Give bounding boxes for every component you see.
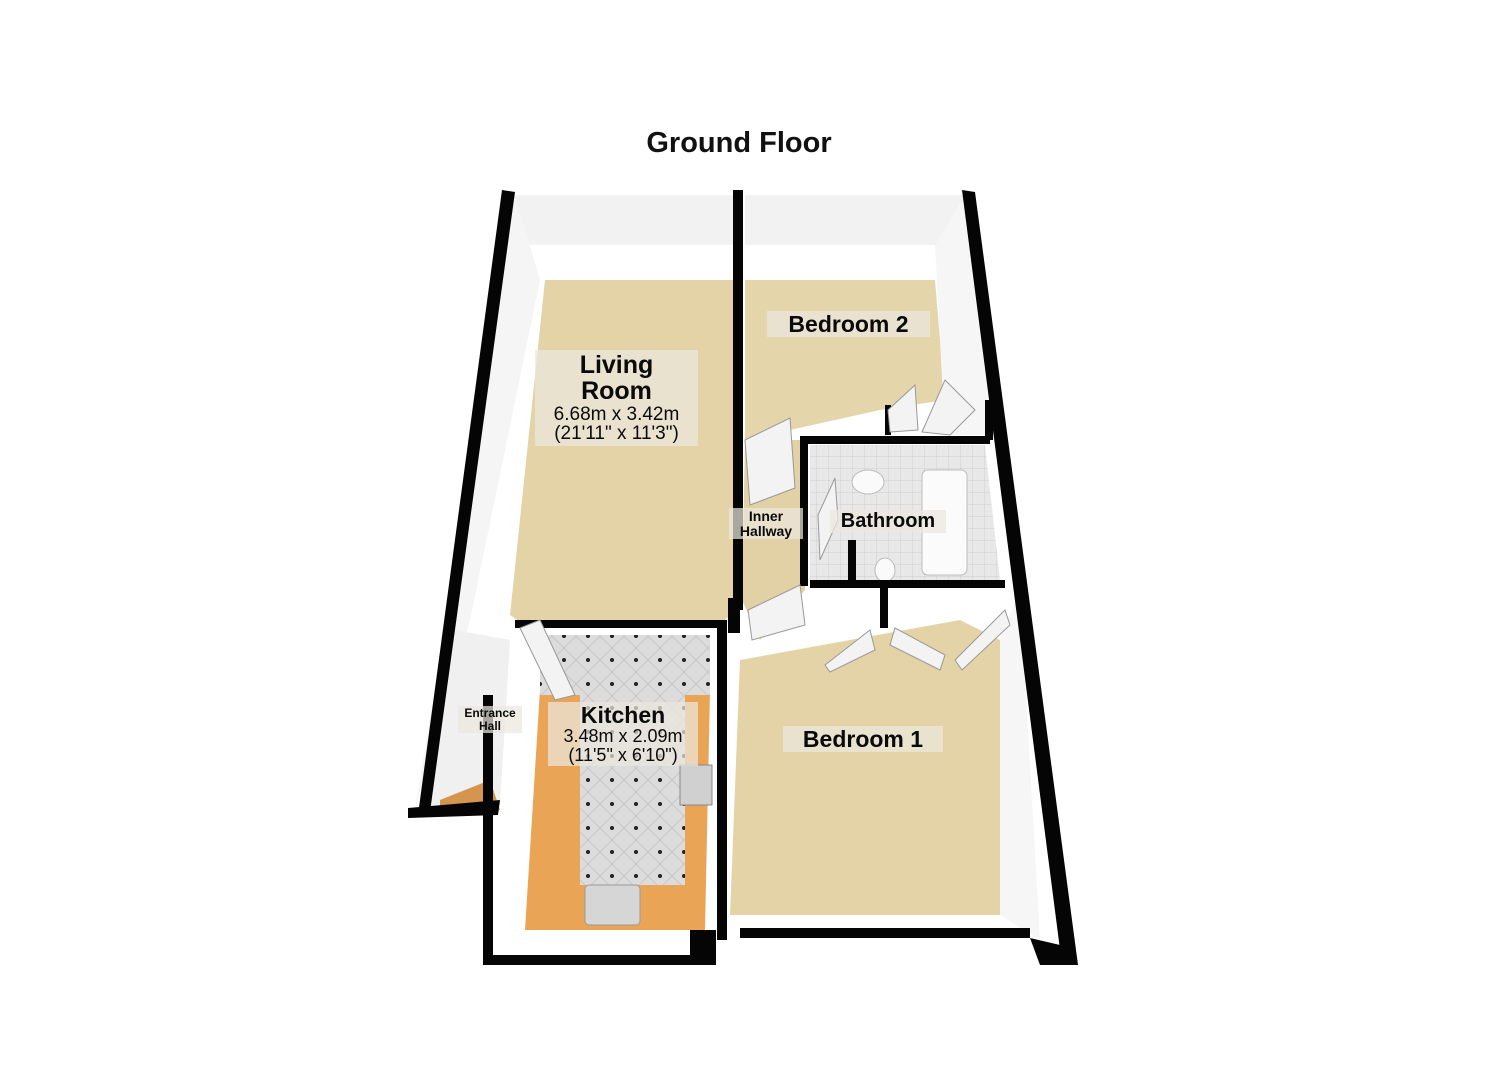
sink xyxy=(584,884,641,926)
kitchen-dim-metric: 3.48m x 2.09m xyxy=(563,726,683,747)
label-kitchen: Kitchen 3.48m x 2.09m (11'5" x 6'10") xyxy=(548,702,698,766)
door-living xyxy=(519,619,576,701)
kitchen-name: Kitchen xyxy=(580,702,666,728)
label-inner-hallway: Inner Hallway xyxy=(729,508,803,540)
inner-hallway-name-2: Hallway xyxy=(739,522,793,539)
hob xyxy=(679,764,713,806)
door-cupboard-1 xyxy=(824,629,876,673)
living-room-dim-imperial: (21'11" x 11'3") xyxy=(554,423,679,445)
walls xyxy=(408,190,1078,965)
kitchen-dim-imperial: (11'5" x 6'10") xyxy=(568,745,678,766)
door-bedroom1 xyxy=(954,609,1011,671)
inner-hallway-name-1: Inner xyxy=(748,508,784,524)
label-entrance-hall: Entrance Hall xyxy=(458,706,522,734)
label-bedroom-2: Bedroom 2 xyxy=(767,311,930,338)
bedroom-1-name: Bedroom 1 xyxy=(802,726,924,752)
label-living-room: Living Room 6.68m x 3.42m (21'11" x 11'3… xyxy=(535,350,698,447)
door-bedroom2-wardrobe-a xyxy=(887,383,919,433)
door-bedroom2 xyxy=(744,417,796,506)
bedroom-2-name: Bedroom 2 xyxy=(788,311,909,337)
door-hall xyxy=(747,584,806,641)
floor-title: Ground Floor xyxy=(646,127,832,159)
label-bathroom: Bathroom xyxy=(830,510,946,533)
toilet xyxy=(874,557,896,583)
living-room-floor xyxy=(510,280,735,625)
doors xyxy=(519,379,1011,701)
bedroom-1-floor xyxy=(730,620,1000,915)
living-room-walls xyxy=(515,195,735,245)
door-cupboard-2 xyxy=(889,627,946,671)
label-bedroom-1: Bedroom 1 xyxy=(783,726,943,753)
bathroom-name: Bathroom xyxy=(840,510,936,532)
door-bedroom2-wardrobe-b xyxy=(921,379,976,436)
living-room-dim-metric: 6.68m x 3.42m xyxy=(553,403,680,425)
entrance-hall-name-1: Entrance xyxy=(464,706,516,720)
living-room-name-1: Living xyxy=(579,351,654,379)
basin xyxy=(851,469,885,495)
entrance-hall-name-2: Hall xyxy=(478,718,501,733)
living-room-name-2: Room xyxy=(581,377,652,406)
